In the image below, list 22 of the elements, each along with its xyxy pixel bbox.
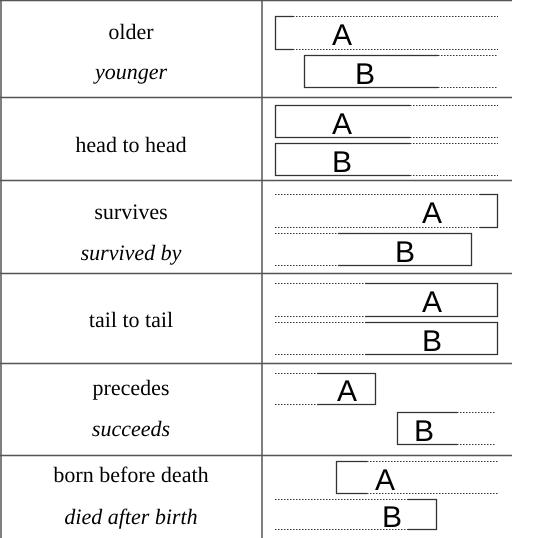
- interval-bar: A: [275, 16, 498, 50]
- relation-label: younger: [94, 59, 168, 85]
- interval-bar: B: [275, 143, 498, 176]
- relation-label: survives: [94, 199, 168, 225]
- interval-bar: A: [275, 283, 498, 317]
- interval-bar: A: [275, 194, 498, 228]
- interval-bar: A: [275, 105, 498, 138]
- relation-label: older: [108, 19, 154, 45]
- interval-bar: A: [336, 461, 498, 494]
- interval-bar: B: [275, 233, 472, 266]
- interval-bar: B: [397, 412, 496, 445]
- relation-label: born before death: [53, 462, 209, 488]
- relation-label: died after birth: [64, 504, 198, 530]
- interval-bar: B: [304, 55, 498, 88]
- interval-bar: B: [275, 322, 498, 355]
- relation-label: precedes: [92, 375, 170, 401]
- interval-bar: B: [275, 499, 437, 530]
- relation-label: tail to tail: [88, 307, 174, 333]
- interval-bar: A: [275, 373, 376, 405]
- relation-label: head to head: [75, 132, 187, 158]
- relation-label: succeeds: [92, 416, 170, 442]
- relation-label: survived by: [80, 240, 182, 266]
